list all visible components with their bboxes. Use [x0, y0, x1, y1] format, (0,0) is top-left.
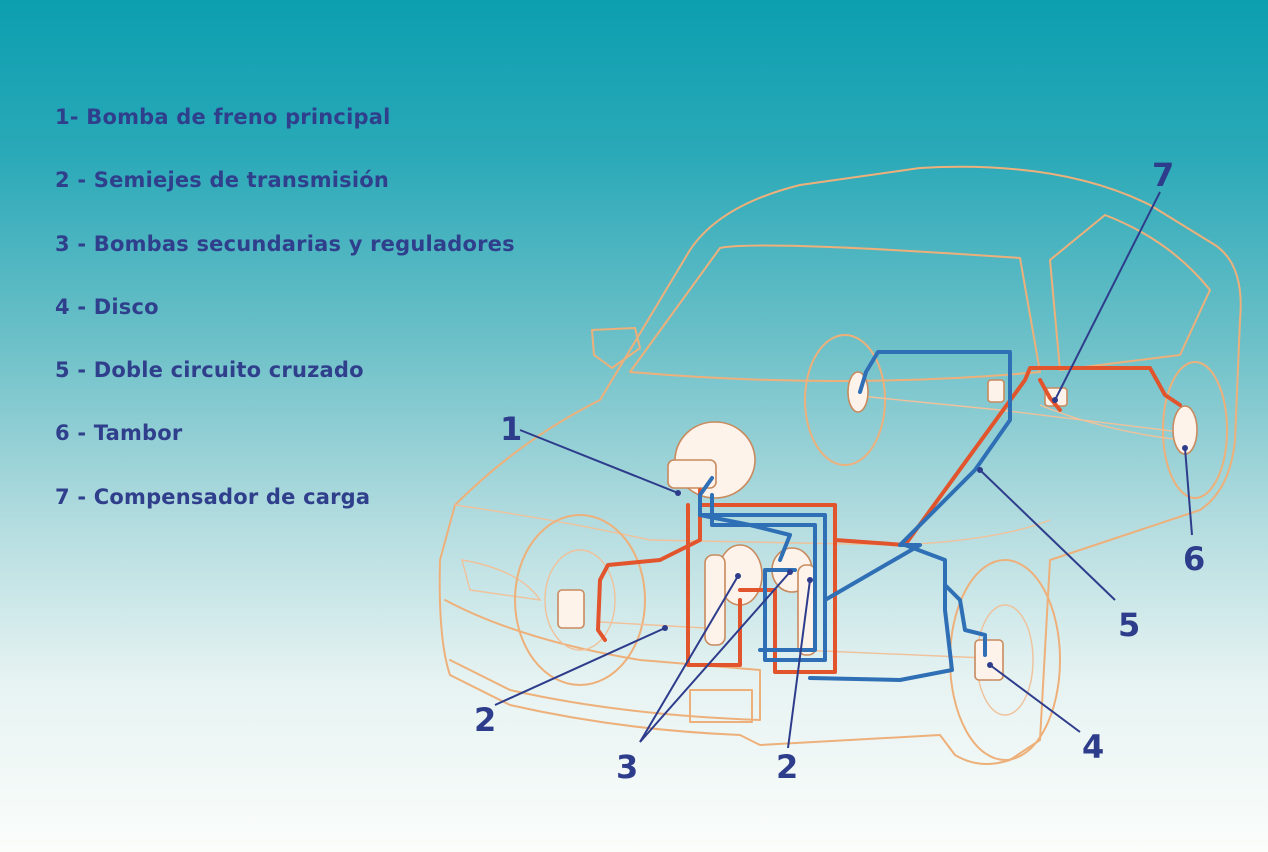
- car-windshield: [629, 244, 1041, 382]
- leader-4-dot: [987, 662, 993, 668]
- leader-2a: [494, 627, 666, 706]
- wheel-front-left-hub: [544, 549, 616, 651]
- wheel-rear-left: [804, 334, 886, 466]
- leader-lines: [494, 191, 1193, 749]
- leader-1: [519, 429, 679, 494]
- master-cylinder: [667, 459, 717, 489]
- callout-5: 5: [1118, 606, 1140, 644]
- car-front-bumper: [444, 599, 761, 721]
- leader-6-dot: [1182, 445, 1188, 451]
- car-mirror: [591, 327, 641, 369]
- car-hood-line: [454, 504, 1051, 546]
- front-half-shaft-right: [799, 649, 986, 659]
- car-side-window: [1049, 214, 1211, 371]
- front-right-caliper: [974, 639, 1004, 681]
- car-illustration: [438, 165, 1242, 765]
- leader-3a-dot: [735, 573, 741, 579]
- car-headlight: [461, 559, 542, 601]
- callout-6: 6: [1183, 540, 1205, 578]
- callout-3: 3: [616, 748, 638, 786]
- leader-2a-dot: [662, 625, 668, 631]
- leader-5: [979, 469, 1116, 601]
- leader-2b-dot: [807, 577, 813, 583]
- belt-left: [704, 554, 726, 646]
- wheel-front-left: [514, 514, 646, 686]
- callout-4: 4: [1082, 728, 1104, 766]
- legend-item-7: 7 - Compensador de carga: [55, 484, 371, 509]
- license-plate: [689, 689, 753, 723]
- legend-item-6: 6 - Tambor: [55, 421, 183, 446]
- brake-circuits: [596, 350, 1182, 682]
- leader-3b-dot: [787, 569, 793, 575]
- legend-item-4: 4 - Disco: [55, 294, 159, 319]
- front-left-caliper: [557, 589, 585, 629]
- legend-item-2: 2 - Semiejes de transmisión: [55, 168, 390, 193]
- legend-item-1: 1- Bomba de freno principal: [55, 105, 391, 129]
- callout-2-left: 2: [474, 701, 496, 739]
- legend-item-3: 3 - Bombas secundarias y reguladores: [55, 231, 515, 256]
- callout-2-right: 2: [776, 748, 798, 786]
- leader-7: [1054, 191, 1161, 401]
- callout-7: 7: [1152, 156, 1174, 194]
- leader-7-dot: [1052, 397, 1058, 403]
- rear-valve: [987, 379, 1005, 403]
- car-body: [438, 165, 1242, 765]
- callout-numbers: 1 2 3 2 4 5 6 7: [474, 156, 1205, 786]
- leader-3a: [639, 575, 739, 743]
- leader-1-dot: [675, 490, 681, 496]
- callout-1: 1: [500, 410, 522, 448]
- legend-item-5: 5 - Doble circuito cruzado: [55, 358, 364, 383]
- leader-6: [1184, 447, 1193, 536]
- legend-list: 1- Bomba de freno principal 2 - Semiejes…: [55, 100, 515, 543]
- leader-4: [989, 664, 1081, 733]
- leader-5-dot: [977, 467, 983, 473]
- leader-3b: [639, 571, 791, 743]
- blue-circuit: [698, 350, 1012, 682]
- rear-axle: [849, 394, 1181, 433]
- red-circuit: [596, 366, 1182, 674]
- leader-2b: [787, 579, 811, 749]
- rear-axle-beam: [1039, 404, 1181, 441]
